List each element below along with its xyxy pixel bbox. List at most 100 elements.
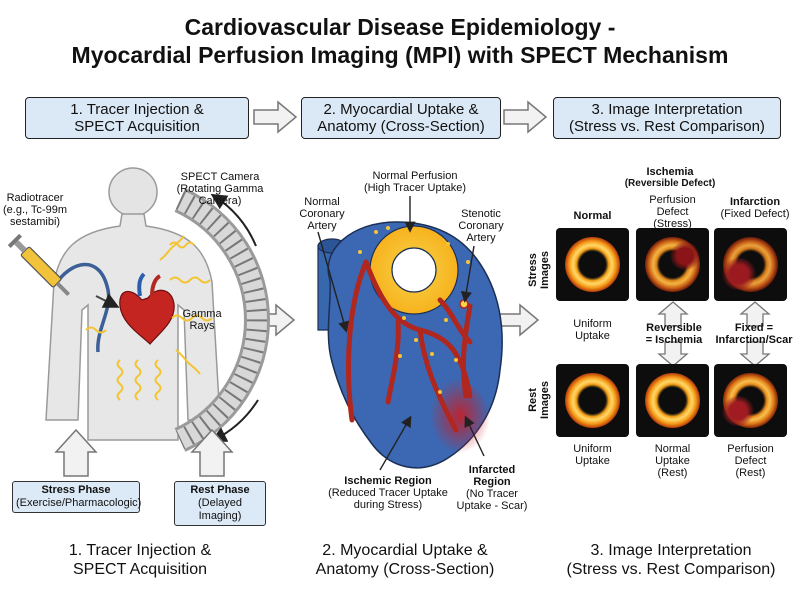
normal-uptake-rest-label: Normal Uptake (Rest) — [636, 443, 709, 479]
camera-line-2: (Rotating Gamma — [176, 183, 264, 195]
heart-icon — [119, 272, 175, 345]
nur-line-1: Normal — [654, 443, 691, 455]
title-line-1: Cardiovascular Disease Epidemiology - — [184, 14, 616, 40]
stress-phase-sub: (Exercise/Pharmacologic) — [16, 497, 142, 509]
stress-phase-arrow — [54, 428, 98, 477]
step-1-line-2: SPECT Acquisition — [74, 118, 200, 135]
uub-line-2: Uptake — [575, 455, 610, 467]
infarction-title: Infarction — [729, 196, 781, 208]
row-stress-label: Stress Images — [527, 245, 551, 295]
caption-1-line-2: SPECT Acquisition — [73, 561, 207, 578]
step-box-3: 3. Image Interpretation (Stress vs. Rest… — [553, 97, 781, 139]
spect-camera-arc — [174, 188, 271, 452]
step-1-line-1: 1. Tracer Injection & — [70, 101, 204, 118]
step-2-line-2: Anatomy (Cross-Section) — [317, 118, 485, 135]
ischemic-sub-1: (Reduced Tracer Uptake — [328, 487, 448, 499]
ischemic-region-label: Ischemic Region (Reduced Tracer Uptake d… — [328, 475, 448, 511]
stenosis-marker — [459, 299, 469, 309]
defect-rest-infarction — [722, 396, 754, 426]
step-box-2: 2. Myocardial Uptake & Anatomy (Cross-Se… — [301, 97, 501, 139]
normal-perfusion-line-1: Normal Perfusion — [372, 170, 458, 182]
heart-pointer-arrow — [95, 293, 120, 308]
pdr-line-1: Perfusion — [727, 443, 774, 455]
normal-artery-label: Normal Coronary Artery — [296, 196, 348, 232]
uniform-uptake-bottom: Uniform Uptake — [556, 443, 629, 467]
ring-rest-normal — [565, 373, 620, 428]
infarction-sub: (Fixed Defect) — [720, 208, 790, 220]
normal-artery-line-3: Artery — [307, 220, 337, 232]
col-ischemia-header: Ischemia (Reversible Defect) — [622, 166, 718, 190]
stenotic-line-1: Stenotic — [461, 208, 501, 220]
rest-phase-arrow — [190, 428, 234, 477]
radiotracer-label: Radiotracer (e.g., Tc-99m sestamibi) — [0, 192, 70, 228]
tile-rest-normal — [556, 364, 629, 437]
title-line-2: Myocardial Perfusion Imaging (MPI) with … — [71, 42, 729, 68]
rotation-arrow-top — [210, 193, 257, 247]
row-stress-line-1: Stress — [527, 253, 539, 287]
tile-stress-ischemia — [636, 228, 709, 301]
radiotracer-line-1: Radiotracer — [6, 192, 64, 204]
camera-line-3: Camera) — [198, 195, 242, 207]
tracer-dots — [358, 226, 470, 394]
radiotracer-line-2: (e.g., Tc-99m — [3, 204, 67, 216]
row-rest-label: Rest Images — [527, 375, 551, 425]
caption-1: 1. Tracer Injection & SPECT Acquisition — [20, 541, 260, 579]
fixed-line-2: Infarction/Scar — [715, 334, 793, 346]
radiotracer-line-3: sestamibi) — [9, 216, 61, 228]
uum-line-2: Uptake — [575, 330, 610, 342]
rest-phase-title: Rest Phase — [190, 484, 250, 496]
gamma-line-2: Rays — [189, 320, 215, 332]
tile-stress-infarction — [714, 228, 787, 301]
stress-phase-title: Stress Phase — [41, 484, 111, 496]
infarcted-sub-2: Uptake - Scar) — [456, 500, 528, 512]
infarcted-title-2: Region — [473, 476, 511, 488]
col-infarction-header: Infarction (Fixed Defect) — [714, 196, 796, 220]
uniform-uptake-mid: Uniform Uptake — [556, 318, 629, 342]
row-rest-line-1: Rest — [527, 388, 539, 412]
caption-3-line-2: (Stress vs. Rest Comparison) — [566, 561, 776, 578]
step-3-line-2: (Stress vs. Rest Comparison) — [569, 118, 765, 135]
normal-perfusion-line-2: (High Tracer Uptake) — [363, 182, 467, 194]
stenotic-line-2: Coronary — [458, 220, 504, 232]
caption-3: 3. Image Interpretation (Stress vs. Rest… — [548, 541, 794, 579]
step-box-1: 1. Tracer Injection & SPECT Acquisition — [25, 97, 249, 139]
ischemic-sub-2: during Stress) — [353, 499, 423, 511]
step-3-line-1: 3. Image Interpretation — [591, 101, 743, 118]
pdr-line-2: Defect — [734, 455, 767, 467]
panel2-leaders — [317, 196, 485, 471]
comparison-arrows — [657, 301, 771, 367]
caption-2: 2. Myocardial Uptake & Anatomy (Cross-Se… — [290, 541, 520, 579]
col-normal-header: Normal — [573, 210, 612, 222]
normal-artery-line-1: Normal — [304, 196, 340, 208]
tile-rest-infarction — [714, 364, 787, 437]
reversible-line-1: Reversible — [646, 322, 702, 334]
perfusion-defect-stress-label: Perfusion Defect (Stress) — [636, 194, 709, 230]
ischemia-sub: (Reversible Defect) — [624, 178, 716, 189]
coronary-arteries — [345, 259, 473, 433]
step-2-line-1: 2. Myocardial Uptake & — [323, 101, 479, 118]
panel-arrow-2 — [499, 303, 540, 337]
gamma-rays-label: Gamma Rays — [176, 308, 228, 332]
caption-1-line-1: 1. Tracer Injection & — [68, 542, 212, 559]
uub-line-1: Uniform — [573, 443, 612, 455]
normal-artery-line-2: Coronary — [299, 208, 345, 220]
ring-stress-normal — [565, 237, 620, 292]
step-arrow-1 — [253, 100, 298, 134]
syringe-icon — [7, 233, 71, 297]
perfusion-defect-rest-label: Perfusion Defect (Rest) — [714, 443, 787, 479]
pds-line-3: (Stress) — [653, 218, 692, 230]
uum-line-1: Uniform — [573, 318, 612, 330]
tile-rest-ischemia — [636, 364, 709, 437]
stenotic-artery-label: Stenotic Coronary Artery — [452, 208, 510, 244]
gamma-rays — [85, 235, 213, 401]
spect-camera-label: SPECT Camera (Rotating Gamma Camera) — [174, 171, 266, 207]
caption-2-line-1: 2. Myocardial Uptake & — [322, 542, 488, 559]
rest-phase-box: Rest Phase (Delayed Imaging) — [174, 481, 266, 526]
ischemic-title: Ischemic Region — [344, 475, 432, 487]
infarcted-title-1: Infarcted — [468, 464, 516, 476]
camera-line-1: SPECT Camera — [180, 171, 260, 183]
pds-line-1: Perfusion — [649, 194, 696, 206]
defect-stress-infarction — [722, 258, 756, 290]
